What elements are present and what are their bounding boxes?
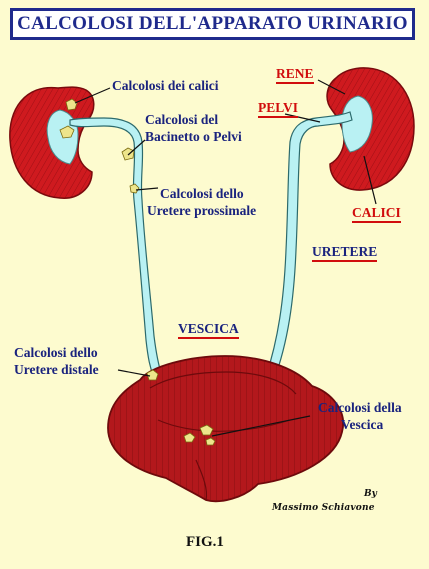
bladder	[107, 355, 345, 503]
stones	[59, 98, 216, 446]
label-calici: CALICI	[352, 205, 401, 223]
diagram-title: CALCOLOSI DELL'APPARATO URINARIO	[17, 13, 408, 34]
label-rene: RENE	[276, 66, 314, 84]
left-ureter	[69, 117, 163, 379]
label-pelvi: PELVI	[258, 100, 299, 118]
title-box: CALCOLOSI DELL'APPARATO URINARIO	[10, 8, 415, 40]
label-vescica: VESCICA	[178, 321, 239, 339]
label-dist-ureter-2: Uretere distale	[14, 362, 99, 377]
label-dist-ureter-1: Calcolosi dello	[14, 345, 98, 360]
left-kidney	[9, 86, 95, 199]
label-bladder-stones-1: Calcolosi della	[318, 400, 402, 415]
label-bladder-stones-2: Vescica	[341, 417, 384, 432]
label-prox-ureter-1: Calcolosi dello	[160, 186, 244, 201]
label-pelvis-stones-2: Bacinetto o Pelvi	[145, 129, 242, 144]
label-pelvis-stones-1: Calcolosi del	[145, 112, 219, 127]
figure-caption: FIG.1	[186, 534, 224, 550]
label-calici-stones: Calcolosi dei calici	[112, 78, 219, 93]
label-prox-ureter-2: Uretere prossimale	[147, 203, 257, 218]
label-uretere: URETERE	[312, 244, 378, 262]
signature-by: By	[364, 489, 377, 499]
leader-lines	[74, 79, 377, 437]
signature-name: Massimo Schiavone	[272, 503, 375, 513]
right-kidney	[326, 67, 415, 191]
